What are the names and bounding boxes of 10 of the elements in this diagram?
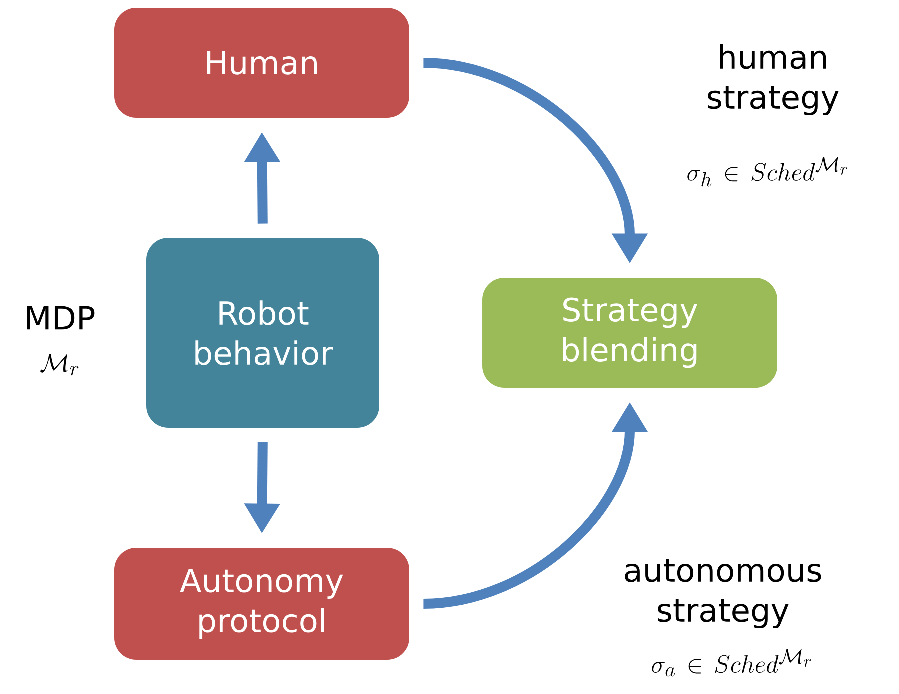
process-box: Robot behavior (146, 238, 380, 428)
process-box: Autonomy protocol (114, 548, 410, 660)
text-label: human strategy (708, 44, 839, 116)
formula-label: $\sigma_h \in Sched^{\mathcal{M}_r}$ (688, 157, 848, 187)
text-label: autonomous strategy (625, 559, 822, 629)
text-label: MDP (27, 306, 95, 330)
process-box: Strategy blending (482, 278, 778, 388)
formula-label: $\sigma_a \in Sched^{\mathcal{M}_r}$ (652, 649, 812, 677)
formula-label: $\mathcal{M}_r$ (40, 354, 79, 376)
process-box: Human (114, 8, 410, 118)
